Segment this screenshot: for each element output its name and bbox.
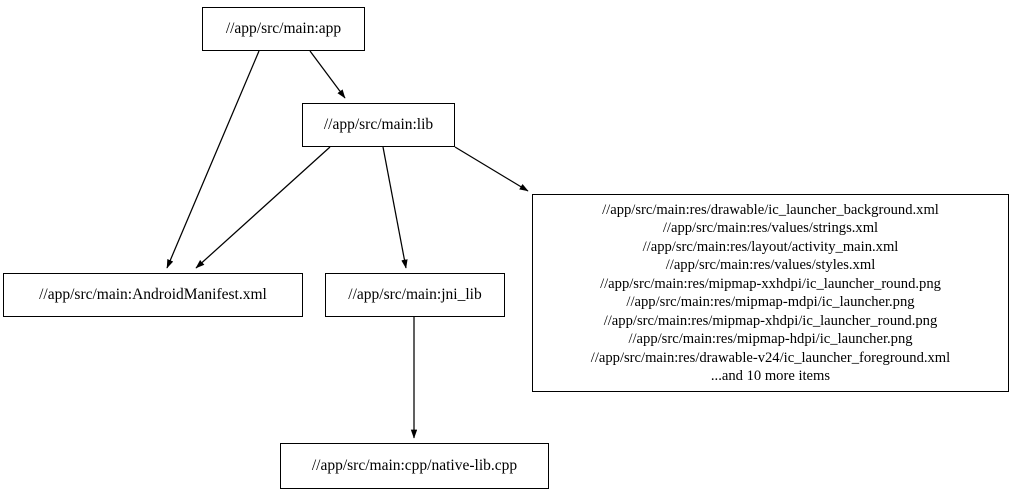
edge-app-to-lib [309,50,346,99]
edge-lib-to-jni [382,146,408,269]
node-native-lib-cpp[interactable]: //app/src/main:cpp/native-lib.cpp [280,443,549,489]
node-jni-lib[interactable]: //app/src/main:jni_lib [325,273,505,317]
node-lib[interactable]: //app/src/main:lib [302,103,455,147]
node-lib-label: //app/src/main:lib [323,115,434,133]
node-android-manifest[interactable]: //app/src/main:AndroidManifest.xml [3,273,303,317]
edge-app-to-manifest [166,50,260,269]
node-native-lib-cpp-label: //app/src/main:cpp/native-lib.cpp [311,456,518,474]
edge-lib-to-manifest [195,146,331,269]
node-android-manifest-label: //app/src/main:AndroidManifest.xml [39,285,267,303]
node-jni-lib-label: //app/src/main:jni_lib [348,285,482,303]
node-app-label: //app/src/main:app [225,19,342,37]
node-res-bundle-label: //app/src/main:res/drawable/ic_launcher_… [590,201,951,385]
node-res-bundle[interactable]: //app/src/main:res/drawable/ic_launcher_… [532,194,1009,392]
node-app[interactable]: //app/src/main:app [202,7,365,51]
edge-lib-to-res [454,146,529,192]
